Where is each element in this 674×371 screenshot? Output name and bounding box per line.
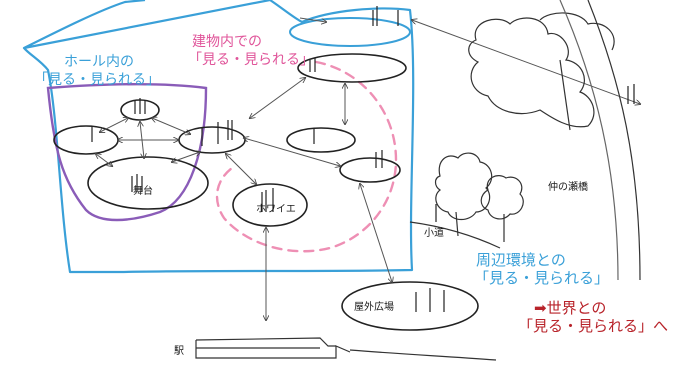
hall-mirei-label: 「見る・見られる」	[34, 72, 160, 88]
arrow-hall-upper-left	[100, 118, 128, 132]
hall-heading-label: ホール内の	[64, 54, 134, 70]
stage-label: 舞台	[133, 186, 153, 197]
arrow-hallright-foyer	[226, 154, 256, 184]
plaza-ellipse	[341, 281, 479, 331]
mid-ellipse	[286, 127, 356, 153]
bridge-lines	[559, 0, 641, 281]
trees-upper-right	[468, 12, 615, 131]
top-ellipse	[289, 17, 411, 47]
arrow-hall-right-stage	[172, 152, 200, 162]
arrow-right-plaza	[360, 184, 392, 282]
surroundings-mirei-label: 「見る・見られる」	[474, 269, 610, 287]
arrow-top-bridge	[412, 20, 640, 104]
right-ellipse	[339, 157, 401, 183]
building-heading-label: 建物内での	[192, 34, 262, 50]
hall-left-ellipse	[53, 125, 119, 155]
foyer-label: ホワイエ	[256, 204, 296, 215]
station-building	[195, 337, 497, 361]
building-zone-dashed	[215, 60, 398, 253]
building-mirei-label: 「見る・見られる」	[188, 52, 314, 68]
arrow-hall-left-stage	[96, 154, 112, 166]
plaza-label: 屋外広場	[354, 302, 394, 313]
station-label: 駅	[174, 346, 184, 357]
upper-floor-ellipse	[297, 53, 407, 83]
hall-right-ellipse	[178, 126, 246, 154]
stage-ellipse	[87, 156, 209, 210]
arrow-hallright-right	[244, 138, 340, 166]
bridge-label: 仲の瀬橋	[548, 182, 588, 193]
people-figures	[91, 6, 635, 312]
world-heading-label: ➡世界との	[534, 299, 607, 317]
foyer-ellipse	[232, 183, 308, 227]
trees-path	[409, 152, 524, 249]
world-mirei-label: 「見る・見られる」へ	[518, 317, 669, 335]
arrow-hall-upper-right	[152, 118, 190, 134]
path-label: 小道	[424, 228, 444, 239]
arrow-upper-hallright	[250, 78, 305, 118]
arrow-top-tick	[299, 17, 326, 22]
surroundings-heading-label: 周辺環境との	[476, 251, 566, 269]
